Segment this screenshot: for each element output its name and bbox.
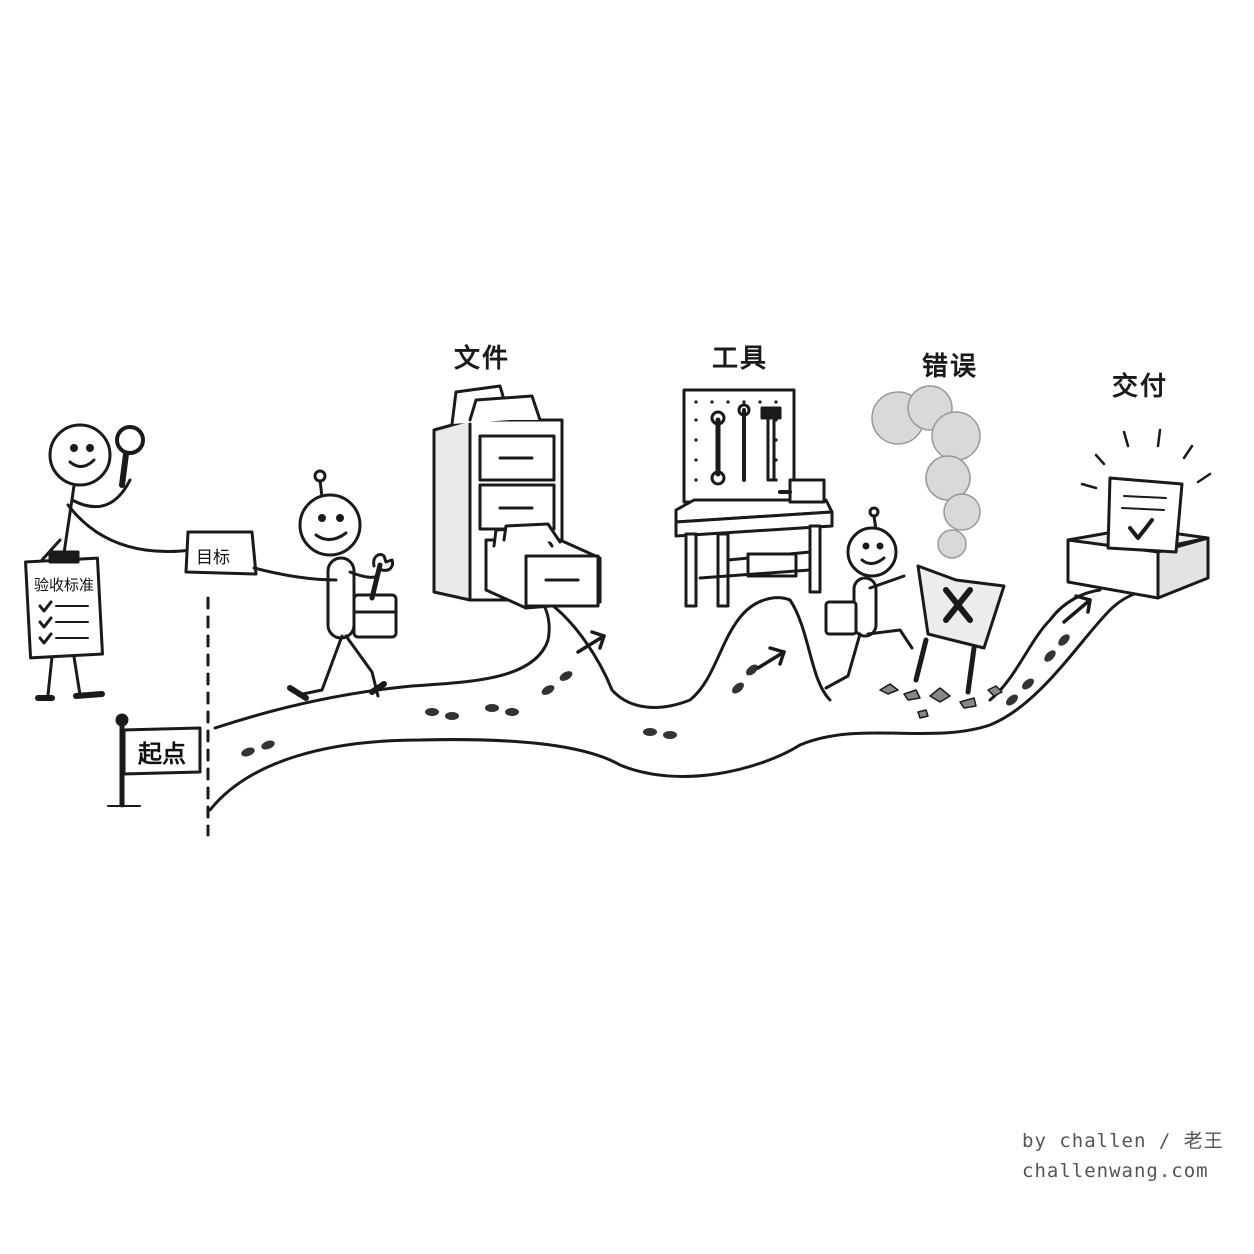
label-delivery: 交付 xyxy=(1112,372,1169,402)
credit-website: challenwang.com xyxy=(1022,1160,1209,1182)
robot-walker xyxy=(252,469,387,701)
screwdriver-icon xyxy=(737,403,751,482)
workbench-icon xyxy=(674,388,834,608)
filing-cabinet-icon xyxy=(432,384,602,610)
start-flag-icon xyxy=(107,713,202,808)
winding-road xyxy=(208,588,1142,812)
road-upper-edge xyxy=(213,598,551,730)
pegboard-icon xyxy=(694,400,778,482)
goal-paper-icon xyxy=(184,530,258,576)
clipboard-icon xyxy=(24,550,104,660)
wrench-icon xyxy=(369,552,394,601)
credit-author: by challen / 老王 xyxy=(1022,1130,1224,1152)
label-errors: 错误 xyxy=(922,352,979,382)
vise-icon xyxy=(778,478,826,504)
clipboard-title: 验收标准 xyxy=(34,576,95,594)
road-lower-edge xyxy=(208,590,1142,812)
smoke-icon xyxy=(871,385,981,559)
goal-note-text: 目标 xyxy=(196,548,230,568)
label-tools: 工具 xyxy=(712,344,769,374)
broken-sign-icon xyxy=(913,564,1006,695)
magnifier-icon xyxy=(115,425,145,488)
arrow-icon xyxy=(576,594,1092,670)
robot-walker xyxy=(824,506,914,690)
tool-pouch-icon xyxy=(352,593,398,639)
footprint-icon xyxy=(241,634,1070,757)
document-check-icon xyxy=(1106,476,1184,554)
rubble-icon xyxy=(879,683,1003,719)
label-files: 文件 xyxy=(454,344,511,374)
start-flag-text: 起点 xyxy=(138,740,186,768)
hammer-icon xyxy=(760,406,782,482)
spark-lines xyxy=(1080,428,1212,490)
